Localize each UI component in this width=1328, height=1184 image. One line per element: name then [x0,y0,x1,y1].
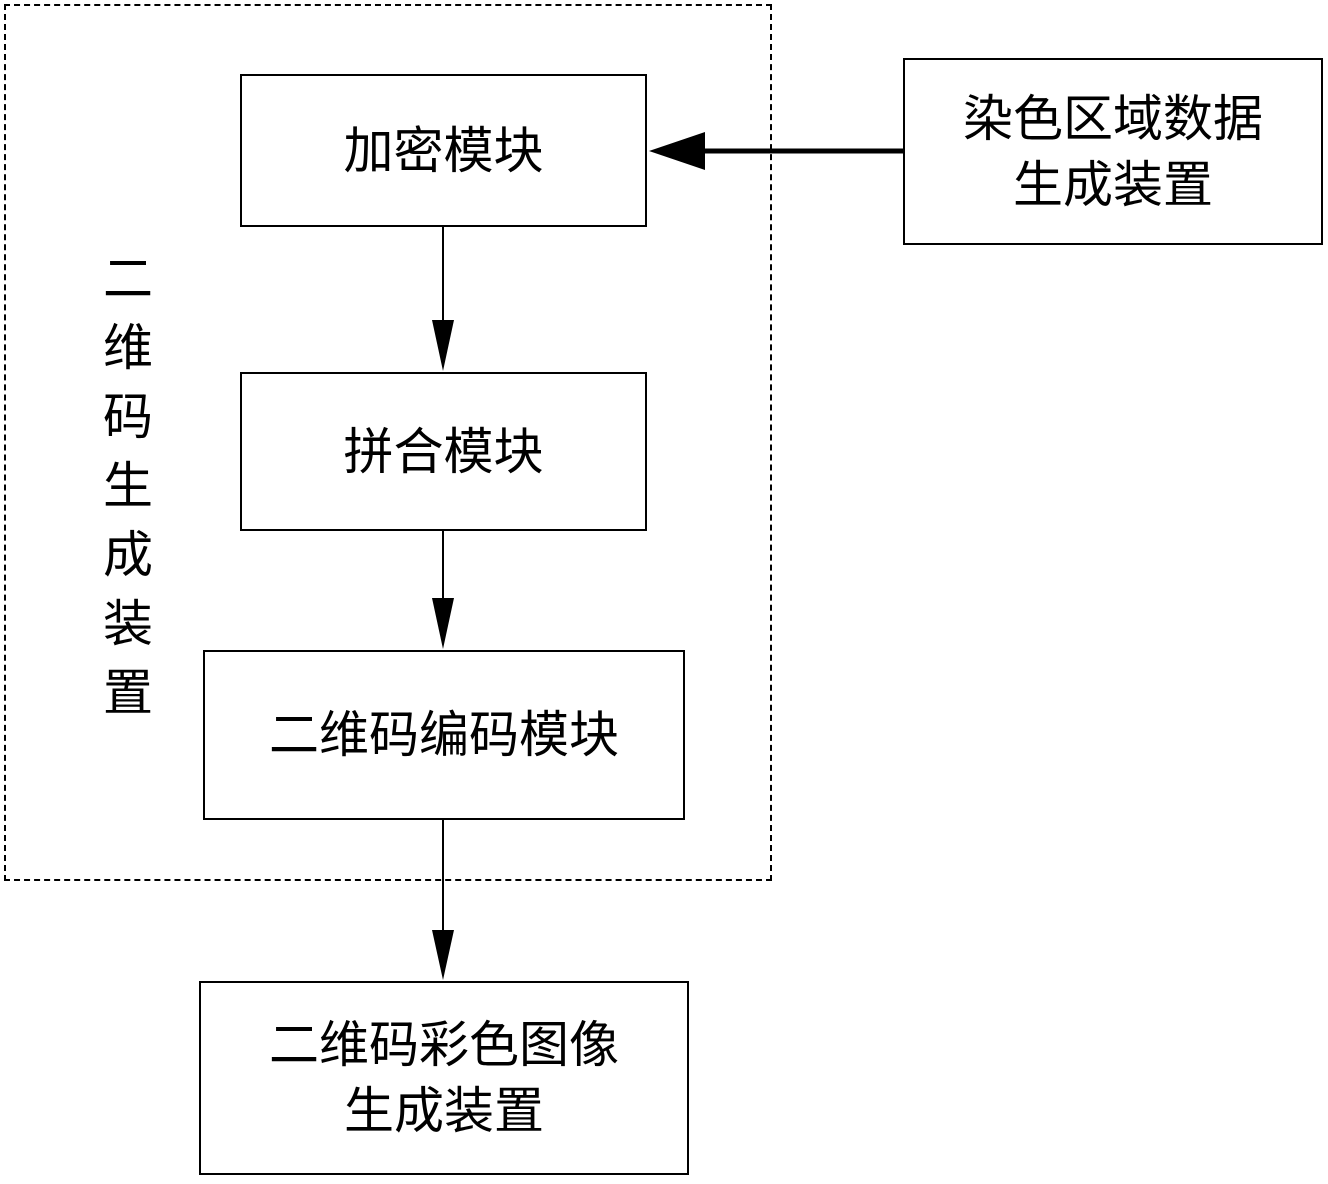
group-label-char: 生 [96,452,160,521]
group-label-char: 维 [96,314,160,383]
qr-color-image-generator-node: 二维码彩色图像 生成装置 [199,981,689,1175]
node-label: 二维码编码模块 [269,702,619,768]
node-label-line1: 二维码彩色图像 [269,1012,619,1078]
group-label-char: 二 [96,245,160,314]
qr-encoding-module-node: 二维码编码模块 [203,650,685,820]
group-label-char: 置 [96,659,160,728]
node-label-line2: 生成装置 [1013,152,1213,218]
node-label: 拼合模块 [344,419,544,485]
group-label-char: 码 [96,383,160,452]
group-label-char: 成 [96,521,160,590]
node-label: 加密模块 [344,118,544,184]
group-label-char: 装 [96,590,160,659]
splicing-module-node: 拼合模块 [240,372,647,531]
group-label-qr-generation-device: 二 维 码 生 成 装 置 [96,245,160,728]
node-label-line1: 染色区域数据 [963,86,1263,152]
colored-region-data-generator-node: 染色区域数据 生成装置 [903,58,1323,245]
node-label-line2: 生成装置 [344,1078,544,1144]
encryption-module-node: 加密模块 [240,74,647,227]
arrowhead-down-icon [432,930,454,980]
